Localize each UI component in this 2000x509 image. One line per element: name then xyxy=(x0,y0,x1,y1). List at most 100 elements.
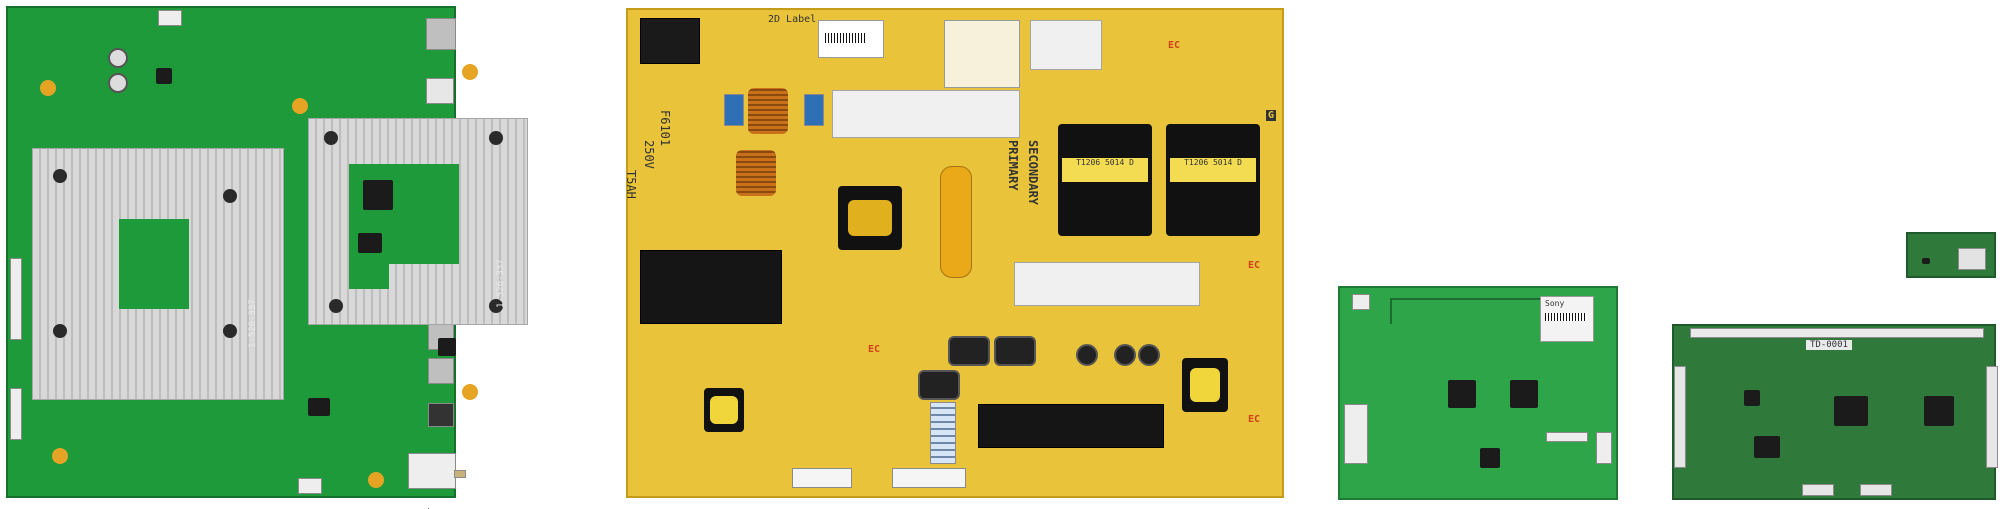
standby-transformer xyxy=(704,388,744,432)
common-mode-choke xyxy=(736,150,776,196)
mounting-pad xyxy=(40,80,56,96)
tcon-small-ic xyxy=(1754,436,1780,458)
headphone-jack xyxy=(428,403,454,427)
tcon-ic xyxy=(1480,448,1500,468)
tcon-main-ic xyxy=(1924,396,1954,426)
x-capacitor xyxy=(804,94,824,126)
main-board-silk-2: 1-526-337 xyxy=(496,259,506,308)
ribbon-connector xyxy=(10,258,22,340)
fuse-id: F6101 xyxy=(658,110,672,147)
heatsink-cutout-step xyxy=(349,219,389,289)
tcon-sticker: Sony xyxy=(1540,296,1594,342)
bulk-capacitor xyxy=(940,166,972,278)
bottom-connector xyxy=(1802,484,1834,496)
barcode xyxy=(825,33,865,43)
heatsink-cutout-left xyxy=(119,219,189,309)
electrolytic-cap xyxy=(108,73,128,93)
ec-marker: EC xyxy=(1168,40,1181,51)
screw-hole xyxy=(53,324,67,338)
top-connector-strip xyxy=(1690,328,1984,338)
main-transformer-1: T1206 5014 D xyxy=(1058,124,1152,236)
tcon-board-2: TD-0001 xyxy=(1672,324,1998,500)
power-heatsink-mid xyxy=(832,90,1020,138)
lan-port xyxy=(408,453,456,489)
inductor-winding xyxy=(1190,368,1220,402)
usb-port xyxy=(426,18,456,50)
output-cap xyxy=(948,336,990,366)
speaker-connector xyxy=(298,478,322,494)
screw-hole xyxy=(489,131,503,145)
wifi-module xyxy=(1906,232,1996,278)
memory-chip xyxy=(358,233,382,253)
screw-hole xyxy=(324,131,338,145)
side-connector xyxy=(1344,404,1368,464)
top-connector xyxy=(158,10,182,26)
ribbon-connector xyxy=(10,388,22,440)
power-heatsink-top xyxy=(1030,20,1102,70)
heatsink-right xyxy=(308,118,528,325)
main-board-silk-1: 1-526-337 xyxy=(248,299,258,348)
side-connector xyxy=(1986,366,1998,468)
rating-sticker xyxy=(944,20,1020,88)
pfc-inductor xyxy=(838,186,902,250)
label-secondary: SECONDARY xyxy=(1026,140,1040,206)
bottom-connector xyxy=(1860,484,1892,496)
ec-marker: EC xyxy=(1248,414,1261,425)
heatsink-left xyxy=(32,148,284,400)
mounting-pad xyxy=(368,472,384,488)
output-cap xyxy=(994,336,1036,366)
output-connector xyxy=(892,468,966,488)
rf-connector xyxy=(426,78,454,104)
small-cap xyxy=(1076,344,1098,366)
ic-chip xyxy=(438,338,456,356)
power-heatsink-low xyxy=(1014,262,1200,306)
ic-chip xyxy=(156,68,172,84)
screw-hole xyxy=(223,189,237,203)
screw-hole xyxy=(489,299,503,313)
side-connector xyxy=(1674,366,1686,468)
pfc-winding xyxy=(848,200,892,236)
tcon-board-1: Sony xyxy=(1338,286,1618,500)
output-cap xyxy=(918,370,960,400)
fuse-rating: T5AH xyxy=(624,170,638,199)
x-capacitor xyxy=(724,94,744,126)
soc-chip xyxy=(363,180,393,210)
film-cap-stack xyxy=(930,402,956,464)
antenna-f-connector xyxy=(454,470,466,478)
tcon-brand: Sony xyxy=(1545,299,1565,308)
tcon-label: TD-0001 xyxy=(1806,340,1852,350)
serial-sticker xyxy=(818,20,884,58)
ribbon-connector xyxy=(1596,432,1612,464)
small-cap xyxy=(1114,344,1136,366)
screw-hole xyxy=(223,324,237,338)
mounting-pad xyxy=(462,64,478,80)
main-transformer-2: T1206 5014 D xyxy=(1166,124,1260,236)
label-primary: PRIMARY xyxy=(1006,140,1020,191)
main-board: 1-526-337 1-526-337 xyxy=(6,6,528,509)
secondary-inductor xyxy=(1182,358,1228,412)
trafo-label-1: T1206 5014 D xyxy=(1062,158,1148,182)
optical-port xyxy=(428,358,454,384)
common-mode-choke xyxy=(748,88,788,134)
marker-g: G xyxy=(1266,110,1277,121)
screw-hole xyxy=(53,169,67,183)
ec-marker: EC xyxy=(1248,260,1261,271)
ic-chip xyxy=(308,398,330,416)
electrolytic-cap xyxy=(108,48,128,68)
module-shield xyxy=(1958,248,1986,270)
rectifier-heatsink xyxy=(978,404,1164,448)
output-connector xyxy=(792,468,852,488)
tcon-ic xyxy=(1448,380,1476,408)
bridge-heatsink xyxy=(640,250,782,324)
trafo-label-2: T1206 5014 D xyxy=(1170,158,1256,182)
mounting-pad xyxy=(292,98,308,114)
standby-winding xyxy=(710,396,738,424)
mounting-pad xyxy=(52,448,68,464)
module-chip xyxy=(1922,258,1930,264)
tcon-ic xyxy=(1510,380,1538,408)
barcode xyxy=(1545,313,1587,321)
lvds-connector xyxy=(1352,294,1370,310)
label-2d: 2D Label xyxy=(768,14,817,25)
ac-inlet xyxy=(640,18,700,64)
small-cap xyxy=(1138,344,1160,366)
